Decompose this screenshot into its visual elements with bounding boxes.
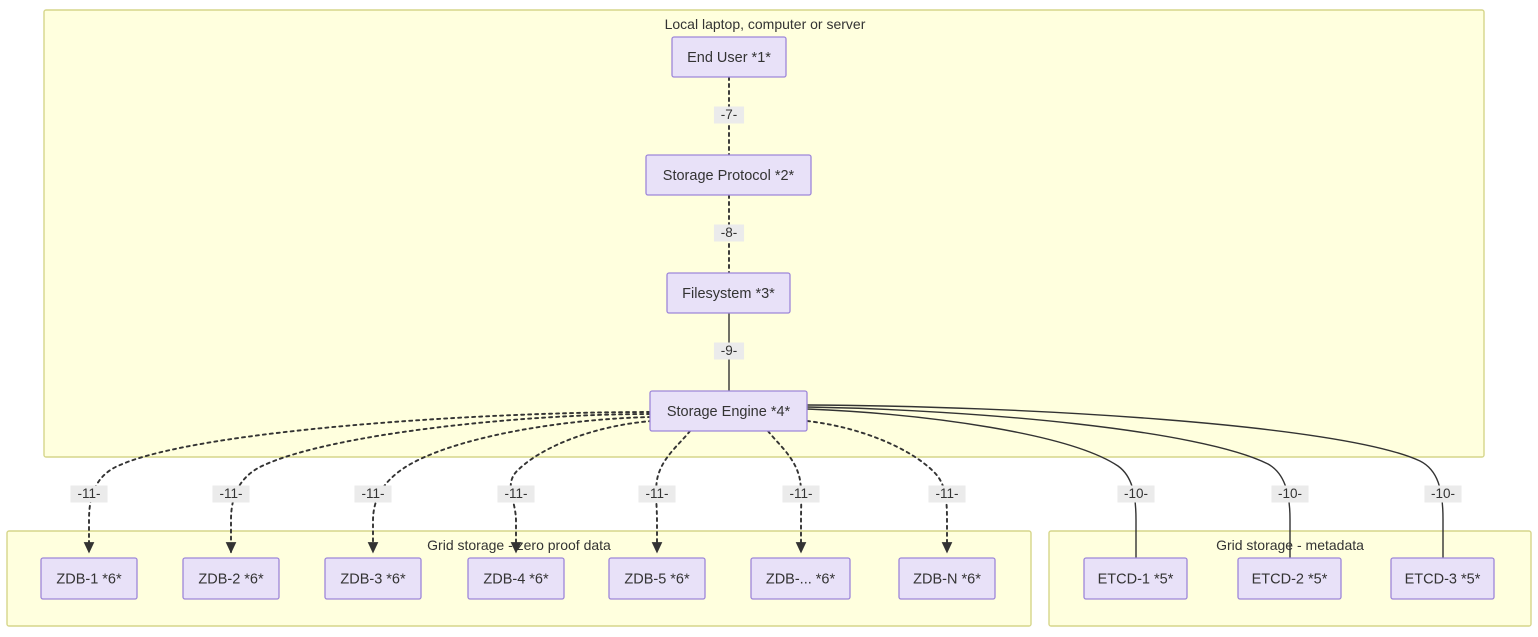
node-zdb4[interactable]: ZDB-4 *6* <box>467 557 565 600</box>
edge-label-text: -7- <box>721 107 738 122</box>
edge-label-e8: -8- <box>713 224 745 242</box>
edge-label-text: -11- <box>645 486 668 501</box>
edge-label-backdrop <box>1117 485 1155 503</box>
edge-e11f <box>767 430 807 554</box>
node-label: ZDB-1 *6* <box>56 571 122 587</box>
edge-label-e11a: -11- <box>70 485 108 503</box>
node-label: ETCD-3 *5* <box>1405 571 1481 587</box>
node-box[interactable] <box>324 557 422 600</box>
node-label: ZDB-4 *6* <box>483 571 549 587</box>
node-label: ZDB-... *6* <box>766 571 836 587</box>
edge-label-backdrop <box>928 485 966 503</box>
edge-label-e11f: -11- <box>782 485 820 503</box>
node-box[interactable] <box>671 36 787 78</box>
node-etcd3[interactable]: ETCD-3 *5* <box>1390 557 1495 600</box>
node-box[interactable] <box>40 557 138 600</box>
edge-label-text: -11- <box>361 486 384 501</box>
node-zdbn[interactable]: ZDB-N *6* <box>898 557 996 600</box>
edge-label-backdrop <box>212 485 250 503</box>
edge-label-text: -10- <box>1278 486 1302 501</box>
edge-label-backdrop <box>638 485 676 503</box>
edge-label-backdrop <box>1424 485 1462 503</box>
node-label: ZDB-5 *6* <box>624 571 690 587</box>
node-enduser[interactable]: End User *1* <box>671 36 787 78</box>
node-box[interactable] <box>645 154 812 196</box>
cluster-title: Grid storage - zero proof data <box>427 537 611 553</box>
edge-label-text: -8- <box>721 225 738 240</box>
edge-label-text: -11- <box>789 486 812 501</box>
node-zdb5[interactable]: ZDB-5 *6* <box>608 557 706 600</box>
edge-label-group: -7- -8- -9- -11- -11- -11- -11- -11- -11- -11- -10… <box>70 106 1462 503</box>
edge-label-e7: -7- <box>713 106 745 124</box>
edge-label-text: -10- <box>1124 486 1148 501</box>
node-box[interactable] <box>1390 557 1495 600</box>
edge-label-backdrop <box>1271 485 1309 503</box>
edge-e10c <box>806 404 1444 599</box>
node-filesystem[interactable]: Filesystem *3* <box>666 272 791 314</box>
node-engine[interactable]: Storage Engine *4* <box>649 390 808 432</box>
node-label: ZDB-3 *6* <box>340 571 406 587</box>
edge-label-e11b: -11- <box>212 485 250 503</box>
node-label: ETCD-2 *5* <box>1252 571 1328 587</box>
edge-label-backdrop <box>354 485 392 503</box>
node-etcd2[interactable]: ETCD-2 *5* <box>1237 557 1342 600</box>
node-group: End User *1* Storage Protocol *2* Filesyst… <box>40 36 1495 600</box>
node-label: End User *1* <box>687 50 771 66</box>
edge-label-backdrop <box>782 485 820 503</box>
node-label: ZDB-2 *6* <box>198 571 264 587</box>
node-zdb2[interactable]: ZDB-2 *6* <box>182 557 280 600</box>
edge-label-e11g: -11- <box>928 485 966 503</box>
edge-label-e10b: -10- <box>1271 485 1309 503</box>
edge-label-e11d: -11- <box>497 485 535 503</box>
node-box[interactable] <box>649 390 808 432</box>
edge-e11d <box>509 420 653 554</box>
node-label: Storage Protocol *2* <box>663 168 795 184</box>
node-box[interactable] <box>898 557 996 600</box>
node-box[interactable] <box>666 272 791 314</box>
node-box[interactable] <box>1083 557 1188 600</box>
edge-label-e11c: -11- <box>354 485 392 503</box>
node-label: ZDB-N *6* <box>913 571 981 587</box>
edge-label-text: -9- <box>721 343 738 358</box>
cluster-box <box>43 9 1485 458</box>
node-protocol[interactable]: Storage Protocol *2* <box>645 154 812 196</box>
node-box[interactable] <box>750 557 851 600</box>
node-box[interactable] <box>182 557 280 600</box>
node-box[interactable] <box>608 557 706 600</box>
cluster-title: Local laptop, computer or server <box>665 16 866 32</box>
edge-label-backdrop <box>713 342 745 360</box>
edge-label-backdrop <box>497 485 535 503</box>
node-label: ETCD-1 *5* <box>1098 571 1174 587</box>
edge-label-backdrop <box>713 224 745 242</box>
edge-label-text: -11- <box>219 486 242 501</box>
edge-label-e11e: -11- <box>638 485 676 503</box>
node-etcd1[interactable]: ETCD-1 *5* <box>1083 557 1188 600</box>
edge-label-e10c: -10- <box>1424 485 1462 503</box>
edge-label-backdrop <box>70 485 108 503</box>
edge-label-text: -10- <box>1431 486 1455 501</box>
edge-label-text: -11- <box>935 486 958 501</box>
edge-e11e <box>651 430 691 554</box>
node-zdb3[interactable]: ZDB-3 *6* <box>324 557 422 600</box>
edge-e11b <box>225 413 651 554</box>
edge-label-text: -11- <box>77 486 100 501</box>
edge-label-e9: -9- <box>713 342 745 360</box>
edge-label-e10a: -10- <box>1117 485 1155 503</box>
node-box[interactable] <box>1237 557 1342 600</box>
cluster-local: Local laptop, computer or server <box>43 9 1485 458</box>
edge-label-backdrop <box>713 106 745 124</box>
node-zdb1[interactable]: ZDB-1 *6* <box>40 557 138 600</box>
edge-e11g <box>806 420 953 554</box>
node-label: Filesystem *3* <box>682 286 775 302</box>
node-label: Storage Engine *4* <box>667 404 791 420</box>
node-box[interactable] <box>467 557 565 600</box>
edge-label-text: -11- <box>504 486 527 501</box>
node-zdbdots[interactable]: ZDB-... *6* <box>750 557 851 600</box>
